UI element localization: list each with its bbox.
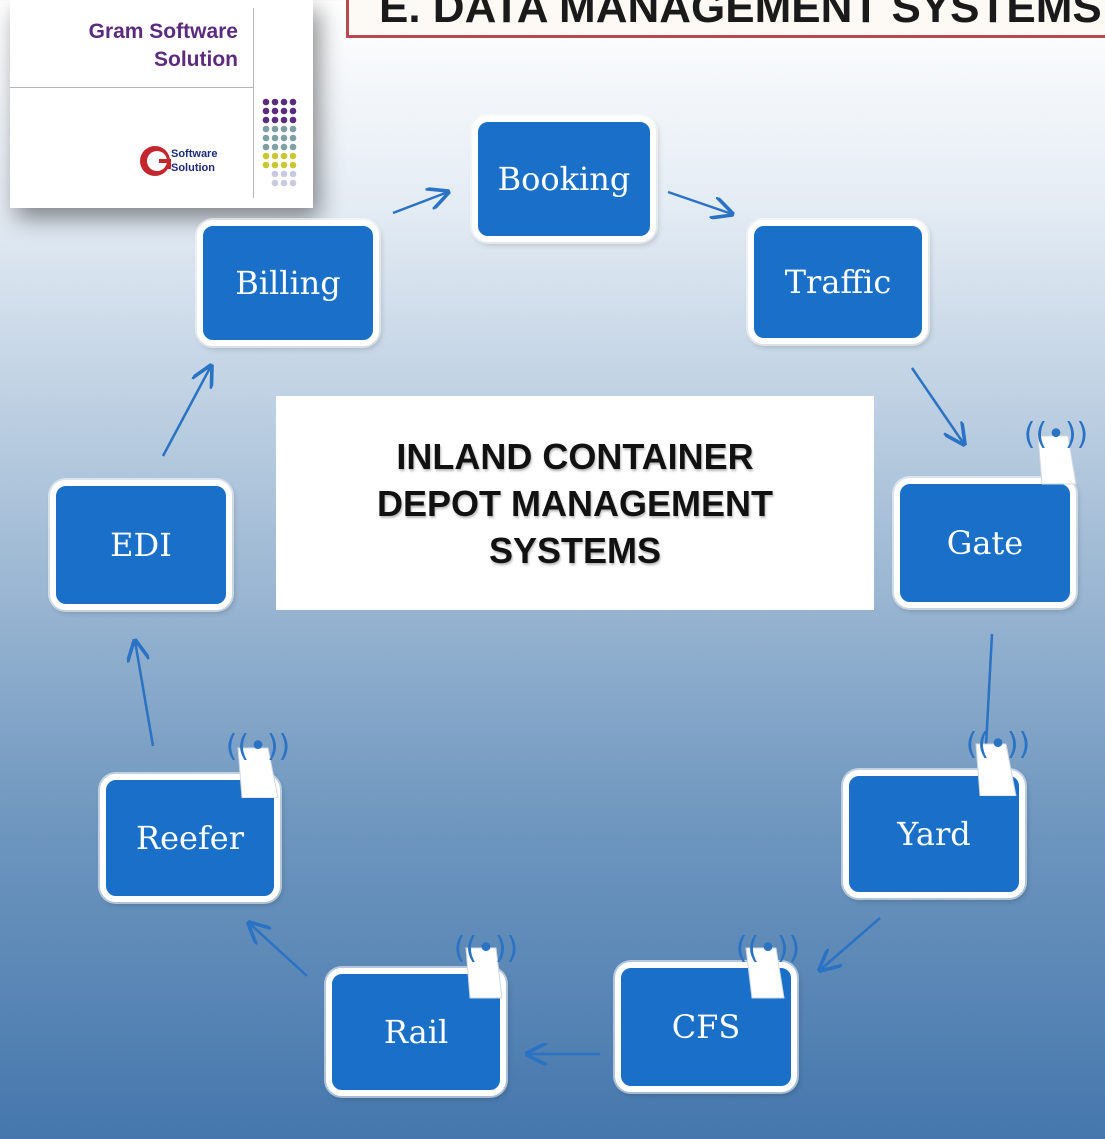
slide-title: E. DATA MANAGEMENT SYSTEMS [379,0,1102,32]
logo-dot [271,125,279,133]
decorative-dot-grid [262,98,297,187]
logo-dot [289,134,297,142]
arrow-rail-to-reefer [249,923,308,977]
logo-dot [289,143,297,151]
rfid-badge-gate: ((•)) [1010,398,1105,488]
center-title-line2: DEPOT MANAGEMENT [377,482,773,524]
logo-dot [271,143,279,151]
logo-dot [262,116,270,124]
svg-text:((•)): ((•)) [454,931,519,966]
center-title-line3: SYSTEMS [488,529,662,571]
company-logo-card: Gram Software Solution Software Solution [10,0,313,208]
logo-dot [289,116,297,124]
logo-dot [280,134,288,142]
rfid-badge-cfs: ((•)) [730,910,825,1000]
wireless-icon: ((•)) [966,727,1031,797]
logo-dot [262,161,270,169]
logo-dot [289,170,297,178]
logo-dot [289,152,297,160]
logo-dot [280,98,288,106]
node-billing: Billing [197,220,379,346]
logo-dot [262,98,270,106]
logo-dot [280,170,288,178]
node-traffic: Traffic [748,220,928,344]
node-rail: Rail [326,968,506,1096]
svg-text:((•)): ((•)) [226,729,291,764]
company-name: Gram Software Solution [89,18,238,74]
svg-text:((•)): ((•)) [736,931,801,966]
svg-text:((•)): ((•)) [1024,417,1089,452]
arrow-gate-to-yard [984,633,994,747]
logo-dot [280,161,288,169]
center-title-line1: INLAND CONTAINER [396,435,754,477]
logo-dot [280,152,288,160]
node-reefer: Reefer [100,774,280,902]
logo-dot [262,152,270,160]
center-title-box: INLAND CONTAINER DEPOT MANAGEMENT SYSTEM… [276,396,874,610]
arrow-reefer-to-edi [135,641,155,747]
logo-dot [262,134,270,142]
logo-divider-horizontal [10,87,253,88]
node-edi: EDI [50,480,232,610]
logo-dot [280,107,288,115]
gs-logo-icon: Software Solution [140,146,217,176]
wireless-icon: ((•)) [736,931,801,999]
logo-dot [271,179,279,187]
logo-dot [262,107,270,115]
logo-dot [262,143,270,151]
wireless-icon: ((•)) [226,729,291,799]
logo-dot [271,134,279,142]
logo-dot [289,98,297,106]
logo-dot [280,125,288,133]
logo-dot [280,143,288,151]
svg-text:Solution: Solution [171,162,215,174]
logo-dot [289,125,297,133]
wireless-icon: ((•)) [454,931,519,999]
logo-dot [289,107,297,115]
logo-dot [262,125,270,133]
rfid-badge-rail: ((•)) [442,910,537,1000]
arrow-yard-to-cfs [820,917,881,970]
logo-dot [289,179,297,187]
logo-dot [280,179,288,187]
logo-dot [271,98,279,106]
logo-dot [280,116,288,124]
arrow-billing-to-booking [392,192,448,215]
node-gate: Gate [894,478,1076,608]
slide-title-bar: E. DATA MANAGEMENT SYSTEMS [346,0,1105,38]
logo-dot [271,107,279,115]
logo-dot [289,161,297,169]
arrow-booking-to-traffic [667,190,732,214]
arrow-traffic-to-gate [910,367,964,444]
logo-dot [271,170,279,178]
svg-text:Software: Software [171,148,217,160]
rfid-badge-reefer: ((•)) [212,708,307,799]
wireless-icon: ((•)) [1024,417,1089,485]
arrow-edi-to-billing [161,366,211,457]
company-name-line2: Solution [154,48,238,71]
svg-text:((•)): ((•)) [966,727,1031,762]
logo-divider-vertical [253,8,254,198]
logo-dot [271,161,279,169]
rfid-badge-yard: ((•)) [958,706,1053,797]
logo-dot [271,152,279,160]
company-name-line1: Gram Software [88,20,238,43]
node-booking: Booking [472,116,656,242]
logo-dot [271,116,279,124]
